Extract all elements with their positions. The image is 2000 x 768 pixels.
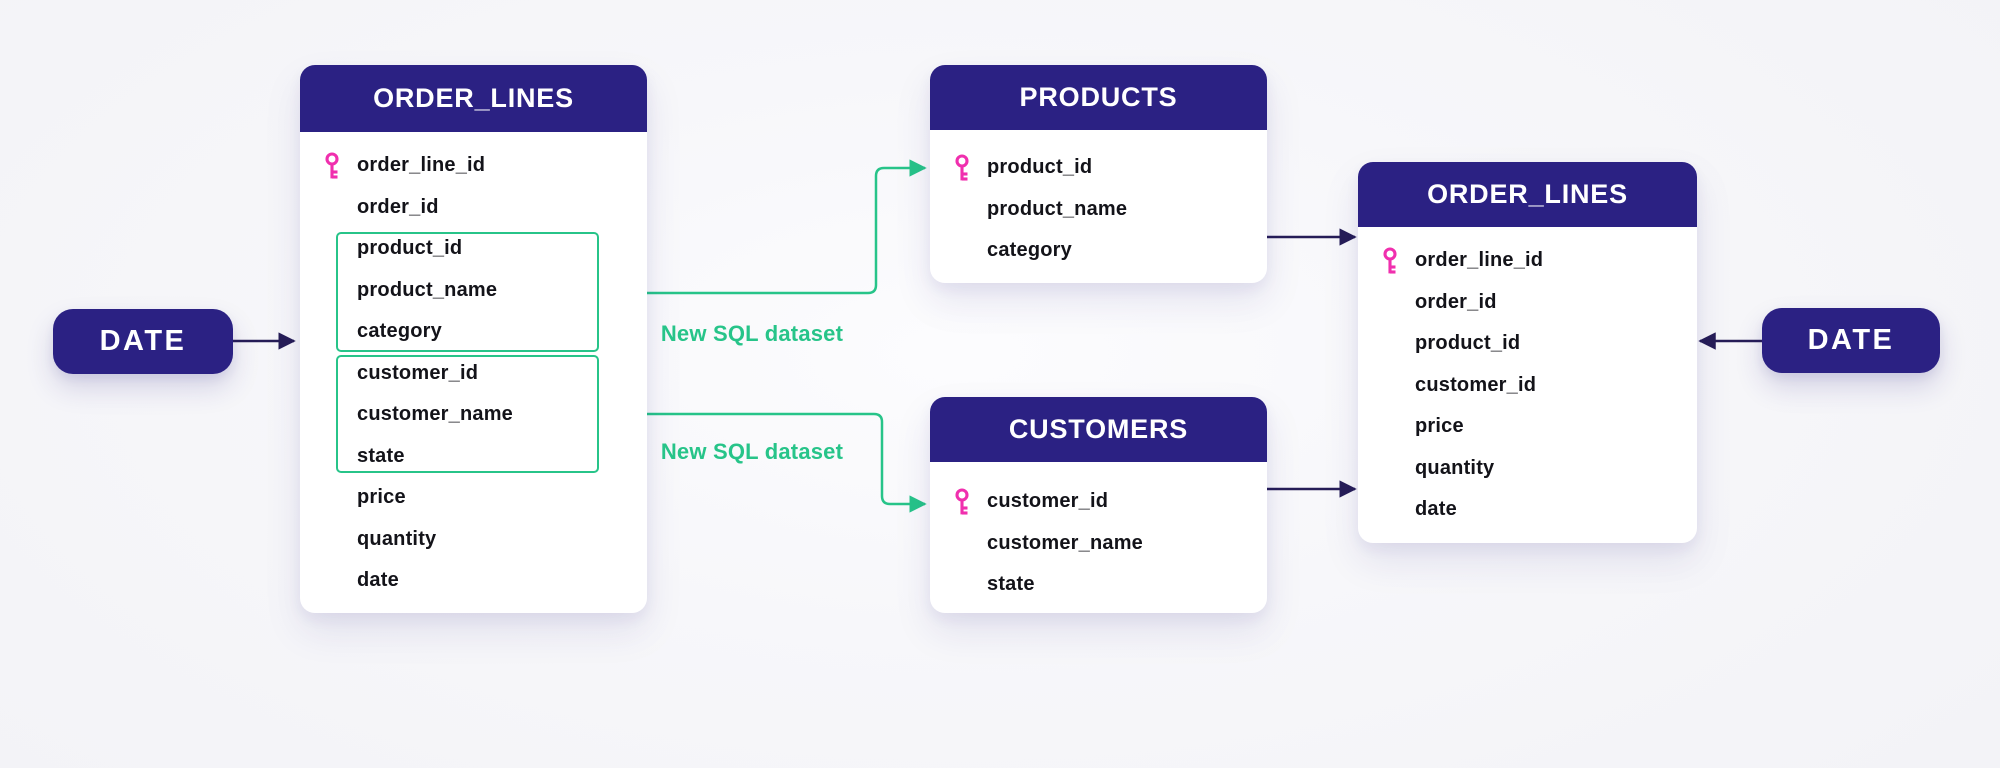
table-order-lines-left[interactable]: ORDER_LINES order_line_id order_id produ… bbox=[300, 65, 647, 613]
connector-group-to-products bbox=[600, 159, 927, 295]
field-row: date bbox=[300, 560, 647, 602]
table-title-bar: PRODUCTS bbox=[930, 65, 1267, 130]
table-title: ORDER_LINES bbox=[373, 83, 574, 113]
table-customers[interactable]: CUSTOMERS customer_id customer_name stat… bbox=[930, 397, 1267, 613]
field-row: category bbox=[930, 230, 1267, 272]
date-node-label: DATE bbox=[99, 325, 187, 357]
date-node-left[interactable]: DATE bbox=[53, 309, 233, 374]
field-label: customer_id bbox=[357, 361, 479, 384]
field-label: product_id bbox=[987, 156, 1093, 179]
field-label: category bbox=[987, 239, 1072, 262]
primary-key-icon bbox=[1383, 247, 1397, 274]
field-label: order_id bbox=[357, 195, 439, 218]
field-row: product_name bbox=[300, 270, 647, 312]
field-row: price bbox=[300, 477, 647, 519]
field-label: customer_name bbox=[357, 403, 513, 426]
table-title-bar: ORDER_LINES bbox=[300, 65, 647, 132]
table-title: PRODUCTS bbox=[1019, 82, 1178, 112]
field-row: customer_name bbox=[930, 523, 1267, 565]
connector-label-new-sql-dataset-2: New SQL dataset bbox=[660, 439, 844, 464]
field-row: date bbox=[1358, 489, 1697, 531]
field-row: category bbox=[300, 311, 647, 353]
table-title-bar: ORDER_LINES bbox=[1358, 162, 1697, 227]
table-order-lines-right[interactable]: ORDER_LINES order_line_id order_id produ… bbox=[1358, 162, 1697, 543]
field-label: product_name bbox=[357, 278, 498, 301]
primary-key-icon bbox=[955, 154, 969, 181]
primary-key-icon bbox=[325, 152, 339, 179]
field-row: order_line_id bbox=[1358, 240, 1697, 282]
field-row: product_id bbox=[300, 228, 647, 270]
table-title: ORDER_LINES bbox=[1427, 179, 1628, 209]
field-label: customer_name bbox=[987, 531, 1143, 554]
field-label: quantity bbox=[357, 527, 437, 550]
field-row: customer_id bbox=[930, 481, 1267, 523]
field-label: product_id bbox=[1415, 332, 1521, 355]
table-products[interactable]: PRODUCTS product_id product_name categor… bbox=[930, 65, 1267, 283]
field-row: state bbox=[930, 564, 1267, 606]
field-row: product_id bbox=[930, 147, 1267, 189]
field-row: customer_name bbox=[300, 394, 647, 436]
field-row: customer_id bbox=[1358, 365, 1697, 407]
primary-key-icon bbox=[955, 488, 969, 515]
field-label: product_id bbox=[357, 237, 463, 260]
field-label: order_id bbox=[1415, 290, 1497, 313]
field-row: order_id bbox=[1358, 282, 1697, 324]
field-row: customer_id bbox=[300, 353, 647, 395]
field-label: date bbox=[1415, 498, 1457, 521]
table-title-bar: CUSTOMERS bbox=[930, 397, 1267, 462]
field-label: customer_id bbox=[1415, 373, 1537, 396]
field-label: price bbox=[1415, 415, 1464, 438]
field-row: order_id bbox=[300, 187, 647, 229]
date-node-right[interactable]: DATE bbox=[1762, 308, 1940, 373]
field-label: product_name bbox=[987, 197, 1128, 220]
field-row: quantity bbox=[300, 519, 647, 561]
field-row: product_name bbox=[930, 189, 1267, 231]
field-label: quantity bbox=[1415, 456, 1495, 479]
field-row: quantity bbox=[1358, 448, 1697, 490]
field-row: order_line_id bbox=[300, 145, 647, 187]
field-row: state bbox=[300, 436, 647, 478]
field-label: order_line_id bbox=[357, 154, 486, 177]
field-label: state bbox=[357, 444, 405, 467]
table-title: CUSTOMERS bbox=[1008, 414, 1189, 444]
field-row: product_id bbox=[1358, 323, 1697, 365]
connector-label-new-sql-dataset-1: New SQL dataset bbox=[660, 321, 844, 346]
field-label: customer_id bbox=[987, 490, 1109, 513]
field-label: date bbox=[357, 569, 399, 592]
field-row: price bbox=[1358, 406, 1697, 448]
field-label: state bbox=[987, 573, 1035, 596]
field-label: price bbox=[357, 486, 406, 509]
date-node-label: DATE bbox=[1807, 324, 1895, 356]
field-label: category bbox=[357, 320, 442, 343]
field-label: order_line_id bbox=[1415, 249, 1544, 272]
